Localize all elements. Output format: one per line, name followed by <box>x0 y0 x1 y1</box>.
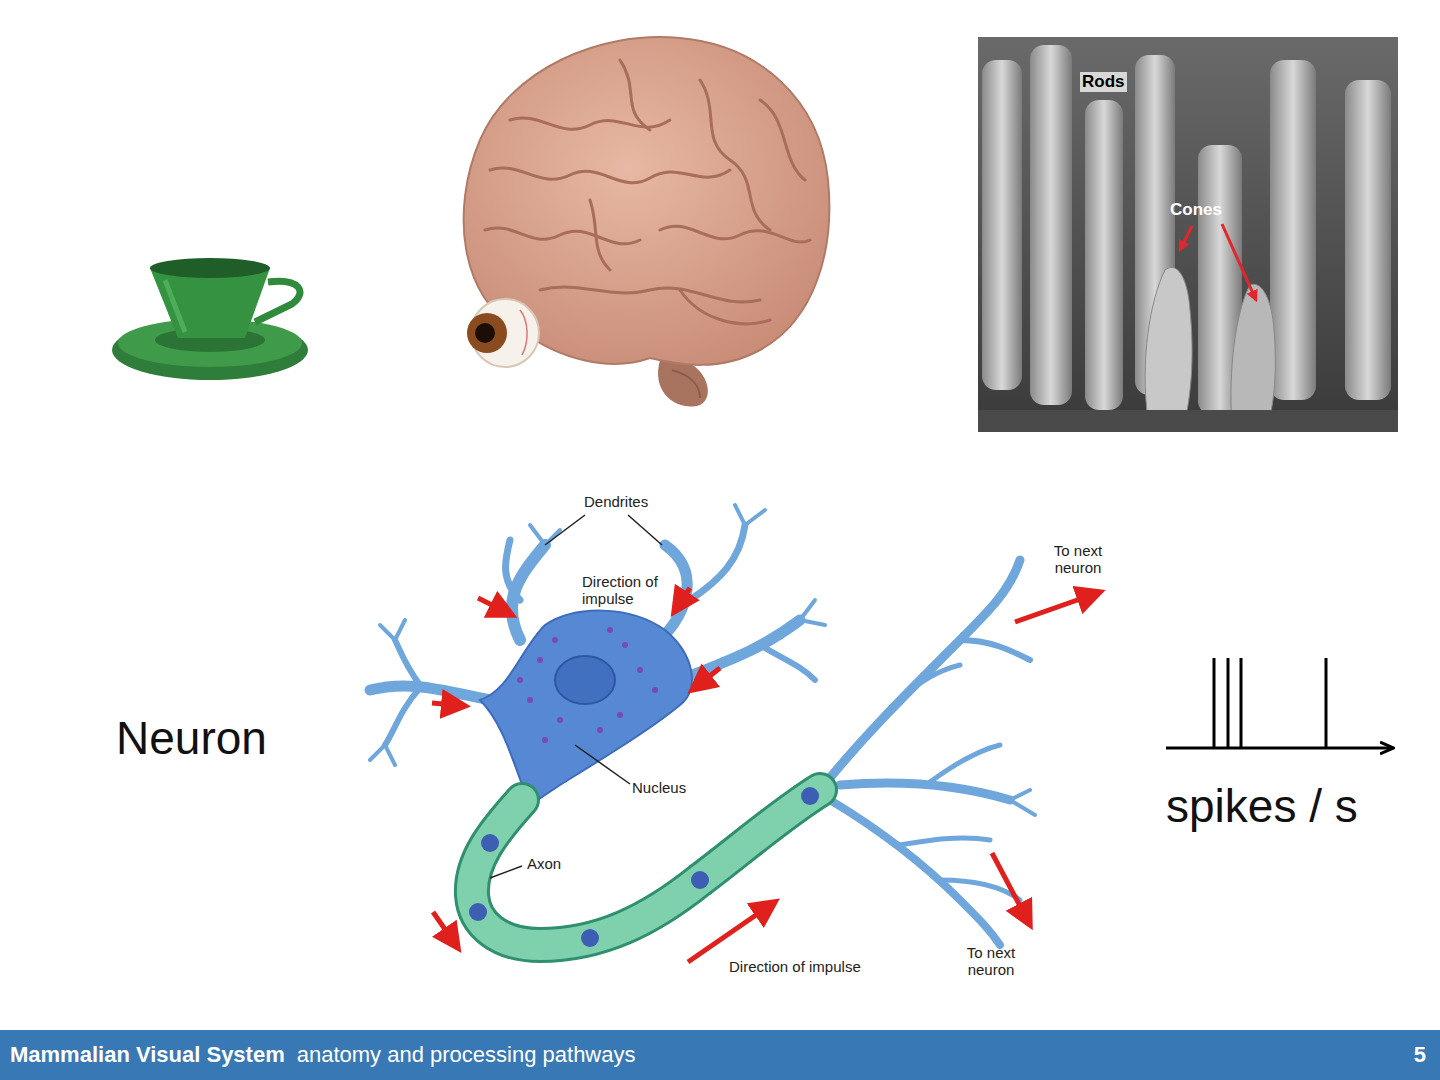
caption-text: spikes / s <box>1166 780 1426 833</box>
teacup <box>112 258 308 380</box>
part-label: Direction of impulse <box>582 573 678 608</box>
footer-title: Mammalian Visual System <box>10 1042 285 1068</box>
micrograph-label: Rods <box>1080 72 1127 92</box>
rods-cones-micrograph <box>978 37 1398 432</box>
spike-train <box>1166 658 1392 748</box>
page-number: 5 <box>1414 1042 1426 1068</box>
footer-subtitle: anatomy and processing pathways <box>297 1042 1414 1068</box>
footer-band: Mammalian Visual System anatomy and proce… <box>0 1030 1440 1080</box>
part-label: Dendrites <box>584 493 694 510</box>
brain <box>464 37 830 407</box>
eyeball <box>467 299 539 367</box>
part-label: To next neuron <box>1043 542 1113 577</box>
part-label: Nucleus <box>632 779 722 796</box>
part-label: Direction of impulse <box>729 958 909 975</box>
part-label: Axon <box>527 855 587 872</box>
part-label: To next neuron <box>956 944 1026 979</box>
caption-text: Neuron <box>116 712 316 765</box>
neuron <box>370 505 1100 962</box>
micrograph-label: Cones <box>1170 200 1240 220</box>
